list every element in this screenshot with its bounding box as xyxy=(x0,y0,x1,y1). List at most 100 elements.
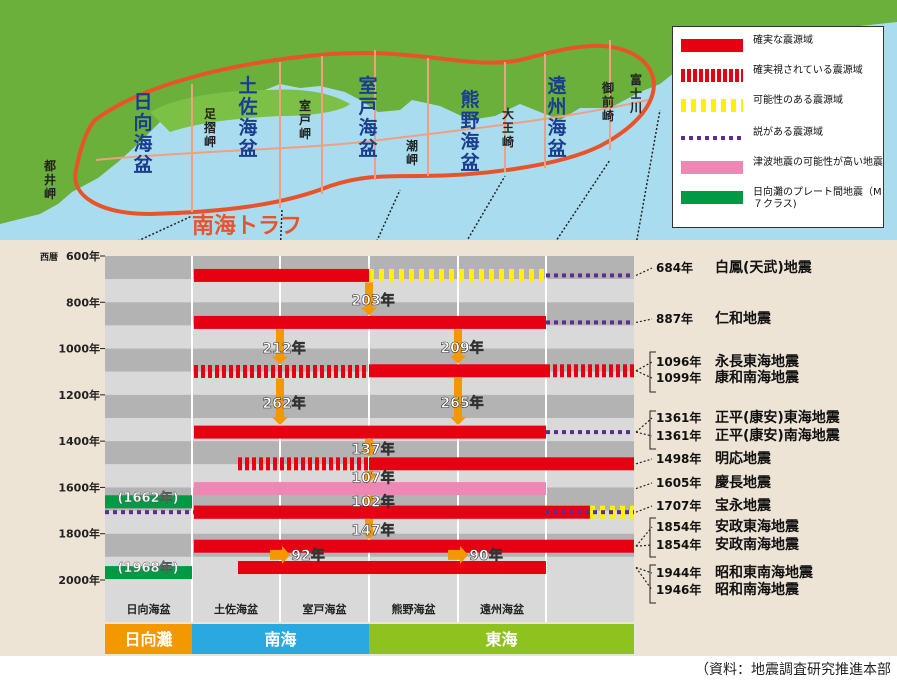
event-name: 正平(康安)東海地震 xyxy=(715,409,841,426)
event-name: 安政東海地震 xyxy=(715,518,800,535)
svg-text:都: 都 xyxy=(43,158,56,173)
cape-label: 富士川 xyxy=(629,72,642,115)
bar-1662-hyuga xyxy=(105,495,192,509)
event-year: 1944年 xyxy=(656,565,701,580)
svg-text:海: 海 xyxy=(133,132,152,155)
axis-tick-label: 1600年 xyxy=(58,480,100,494)
event-label: 1605年慶長地震 xyxy=(635,474,772,491)
basin-label: 土佐海盆 xyxy=(237,75,258,160)
svg-text:海: 海 xyxy=(547,116,566,139)
event-label: 1096年永長東海地震 xyxy=(635,353,800,372)
svg-text:室: 室 xyxy=(358,74,377,97)
event-name: 昭和東南海地震 xyxy=(715,564,814,581)
svg-text:潮: 潮 xyxy=(406,138,418,153)
event-name: 仁和地震 xyxy=(715,310,772,327)
legend-item: 日向灘のプレート間地震（M７クラス) xyxy=(681,187,882,210)
event-label: 1361年正平(康安)東海地震 xyxy=(635,409,841,433)
event-name: 康和南海地震 xyxy=(715,369,800,386)
era-label: 西暦 xyxy=(40,252,58,263)
axis-tick-label: 1000年 xyxy=(58,342,100,356)
svg-text:前: 前 xyxy=(602,94,614,109)
svg-text:野: 野 xyxy=(460,110,479,132)
svg-text:盆: 盆 xyxy=(357,137,378,160)
interval-label: 212年 xyxy=(262,340,305,357)
cape-label: 室戸岬 xyxy=(299,98,311,141)
svg-text:盆: 盆 xyxy=(546,137,567,160)
event-label: 1361年正平(康安)南海地震 xyxy=(635,427,841,444)
bar-887 xyxy=(194,315,546,329)
region-band xyxy=(369,624,634,654)
interval-label: 203年 xyxy=(351,292,394,309)
axis-tick-label: 2000年 xyxy=(58,573,100,587)
basin-label: 室戸海盆 xyxy=(357,74,378,160)
axis-tick-label: 800年 xyxy=(66,295,100,309)
interval-label: 90年 xyxy=(469,547,502,564)
event-year: 1498年 xyxy=(656,451,701,466)
interval-label: 107年 xyxy=(351,470,394,487)
interval-arrow: 137年 xyxy=(351,439,395,458)
event-name: 慶長地震 xyxy=(715,474,772,491)
event-year: 1605年 xyxy=(656,475,701,490)
interval-arrow: 203年 xyxy=(351,282,395,316)
legend-swatch xyxy=(681,161,743,174)
event-label: 887年仁和地震 xyxy=(635,310,772,327)
event-year: 1096年 xyxy=(656,354,701,369)
svg-text:向: 向 xyxy=(133,111,152,134)
event-year: 1854年 xyxy=(656,537,701,552)
legend-swatch xyxy=(681,39,743,52)
bar-1498 xyxy=(369,457,634,471)
svg-text:盆: 盆 xyxy=(132,153,153,176)
svg-text:州: 州 xyxy=(547,96,566,118)
hyuga-event-label: (1968年) xyxy=(117,560,178,576)
interval-label: 265年 xyxy=(440,394,483,411)
svg-text:御: 御 xyxy=(601,80,614,95)
axis-tick-label: 600年 xyxy=(66,249,100,263)
axis-tick-label: 1400年 xyxy=(58,434,100,448)
region-band xyxy=(192,624,369,654)
basin-label: 熊野海盆 xyxy=(459,88,480,174)
event-name: 永長東海地震 xyxy=(714,353,800,370)
svg-text:海: 海 xyxy=(238,116,257,139)
basin-label: 遠州海盆 xyxy=(546,75,567,160)
event-bracket xyxy=(649,564,656,604)
event-year: 684年 xyxy=(656,260,693,275)
svg-text:岬: 岬 xyxy=(204,135,216,149)
event-bracket xyxy=(649,517,656,558)
bar-1854 xyxy=(194,539,634,553)
bar-887-theory xyxy=(546,320,630,325)
svg-text:大: 大 xyxy=(502,106,514,121)
region-label: 南海 xyxy=(264,630,296,649)
svg-text:佐: 佐 xyxy=(237,95,257,118)
legend-label: 津波地震の可能性が高い地震 xyxy=(753,157,883,168)
svg-text:戸: 戸 xyxy=(299,113,311,127)
legend-label: 可能性のある震源域 xyxy=(753,95,843,106)
event-year: 1946年 xyxy=(656,582,701,597)
event-year: 1361年 xyxy=(656,410,701,425)
event-label: 684年白鳳(天武)地震 xyxy=(635,259,813,276)
svg-text:海: 海 xyxy=(358,116,377,139)
bar-1096 xyxy=(369,364,546,378)
svg-text:崎: 崎 xyxy=(502,134,514,149)
legend-swatch xyxy=(681,136,743,140)
event-label: 1944年昭和東南海地震 xyxy=(635,564,814,581)
interval-arrow: 265年 xyxy=(440,377,484,426)
event-label: 1854年安政東海地震 xyxy=(635,518,800,547)
bar-684-possible xyxy=(369,268,544,282)
svg-text:海: 海 xyxy=(460,130,479,153)
event-year: 1361年 xyxy=(656,428,701,443)
hyuga-labels: (1662年)(1968年) xyxy=(117,490,178,577)
interval-label: 262年 xyxy=(262,395,305,412)
interval-arrow: 209年 xyxy=(440,329,484,364)
bar-1605 xyxy=(194,482,546,496)
event-year: 1707年 xyxy=(656,498,701,513)
column-header: 室戸海盆 xyxy=(303,602,348,616)
column-header: 土佐海盆 xyxy=(214,602,259,616)
event-bracket xyxy=(649,351,656,393)
event-label: 1099年康和南海地震 xyxy=(635,369,800,386)
event-label: 1854年安政南海地震 xyxy=(635,536,800,553)
svg-text:士: 士 xyxy=(630,86,642,101)
legend-item: 確実な震源域 xyxy=(681,35,881,57)
event-year: 1854年 xyxy=(656,519,701,534)
event-name: 宝永地震 xyxy=(715,497,772,514)
